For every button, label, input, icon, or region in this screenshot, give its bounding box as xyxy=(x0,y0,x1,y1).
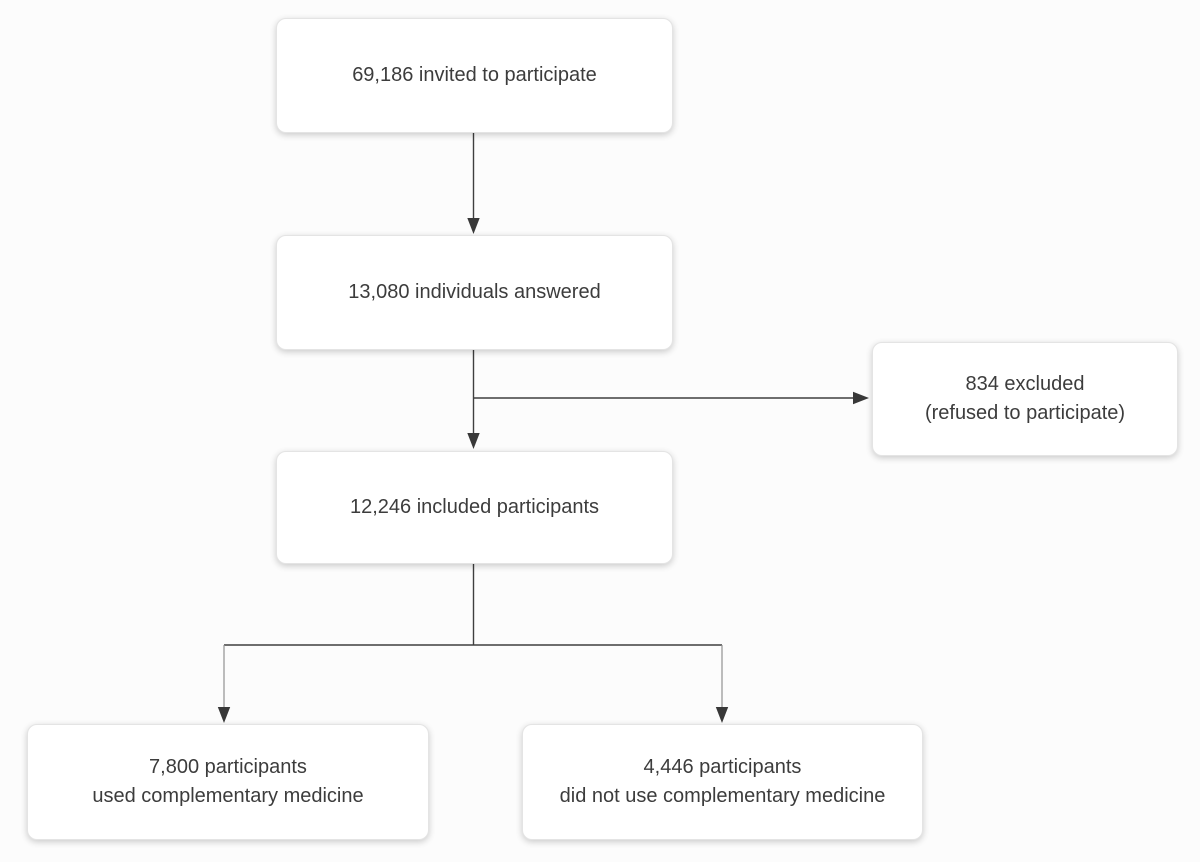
arrowhead-right-icon xyxy=(853,391,869,405)
node-excluded-text-line1: 834 excluded xyxy=(965,373,1085,395)
node-answered-text: 13,080 individuals answered xyxy=(348,281,601,303)
node-invited-text: 69,186 invited to participate xyxy=(352,64,597,86)
node-did-not-use-complementary-medicine: 4,446 participants did not use complemen… xyxy=(522,724,923,840)
node-invited: 69,186 invited to participate xyxy=(276,18,673,133)
arrow-included-to-used xyxy=(217,645,231,723)
node-used-complementary-medicine: 7,800 participants used complementary me… xyxy=(27,724,429,840)
node-excluded: 834 excluded (refused to participate) xyxy=(872,342,1178,456)
arrow-included-to-notused xyxy=(715,645,729,723)
node-included: 12,246 included participants xyxy=(276,451,673,564)
node-notused-text-line2: did not use complementary medicine xyxy=(559,785,886,807)
arrow-invited-to-answered xyxy=(467,133,480,234)
node-notused-text-line1: 4,446 participants xyxy=(643,756,802,778)
arrow-answered-to-included xyxy=(467,350,480,449)
arrowhead-down-icon xyxy=(467,433,480,449)
node-used-text-line2: used complementary medicine xyxy=(92,785,364,807)
node-used-text-line1: 7,800 participants xyxy=(149,756,307,778)
connector-included-split xyxy=(224,564,722,646)
arrow-answered-to-excluded xyxy=(473,391,869,405)
node-excluded-text-line2: (refused to participate) xyxy=(924,402,1126,424)
node-answered: 13,080 individuals answered xyxy=(276,235,673,350)
arrowhead-down-icon xyxy=(715,707,729,723)
arrowhead-down-icon xyxy=(217,707,231,723)
node-included-text: 12,246 included participants xyxy=(349,496,600,518)
arrowhead-down-icon xyxy=(467,218,480,234)
